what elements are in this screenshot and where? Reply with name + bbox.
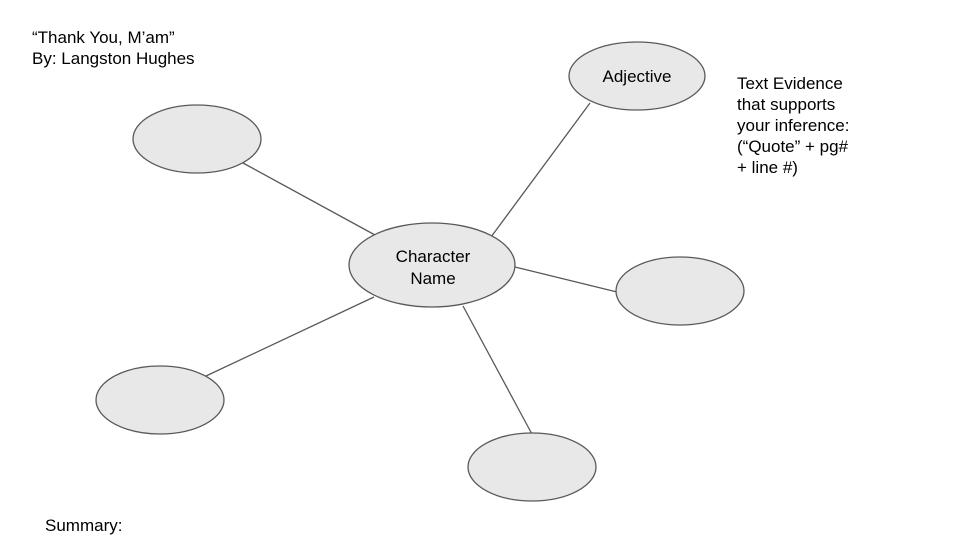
evidence-line-5: + line #) (737, 158, 798, 177)
bottom-trait-bubble[interactable] (467, 432, 597, 502)
evidence-line-4: (“Quote” + pg# (737, 137, 849, 156)
connector-right (514, 266, 618, 293)
connector-bottom-left (205, 296, 375, 377)
story-title: “Thank You, M’am” (32, 28, 175, 47)
bottom-left-trait-bubble[interactable] (95, 365, 225, 435)
character-label-line1: Character (396, 247, 471, 266)
summary-label: Summary: (45, 516, 123, 535)
adjective-label: Adjective (603, 67, 672, 86)
evidence-line-3: your inference: (737, 116, 850, 135)
title-block: “Thank You, M’am” By: Langston Hughes (32, 27, 195, 69)
story-author: By: Langston Hughes (32, 49, 195, 68)
top-left-trait-bubble[interactable] (132, 104, 262, 174)
character-name-bubble[interactable] (348, 222, 516, 308)
character-label-line2: Name (410, 269, 455, 288)
connector-bottom (462, 305, 534, 437)
evidence-line-2: that supports (737, 95, 836, 114)
connector-top-left (242, 162, 376, 236)
text-evidence-instructions: Text Evidence that supports your inferen… (737, 73, 897, 178)
right-trait-bubble[interactable] (615, 256, 745, 326)
evidence-line-1: Text Evidence (737, 74, 843, 93)
connector-adjective (490, 102, 591, 238)
adjective-bubble[interactable] (568, 41, 706, 111)
